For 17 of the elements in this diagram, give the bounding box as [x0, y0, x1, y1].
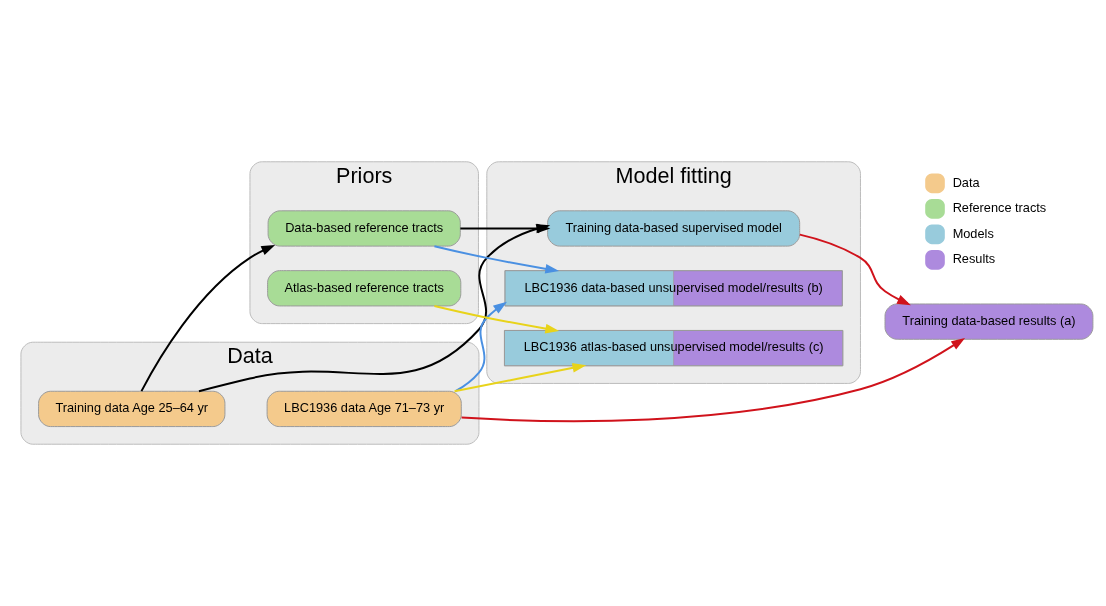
node-box: Data-based reference tracts: [267, 210, 461, 247]
node-box: Atlas-based reference tracts: [267, 270, 462, 307]
node-box: Training data-based supervised model: [547, 210, 801, 247]
legend-label: Data: [952, 174, 980, 190]
legend-label: Models: [952, 225, 994, 241]
arrow: [453, 363, 587, 393]
arrow: [460, 337, 966, 423]
arrow: [798, 233, 911, 306]
legend-label: Results: [952, 251, 996, 267]
node-box: LBC1936 data Age 71–73 yr: [266, 390, 462, 428]
arrow: [140, 244, 276, 393]
legend-label: Reference tracts: [952, 200, 1047, 216]
arrow: [433, 305, 560, 334]
node-box: Training data Age 25–64 yr: [38, 390, 226, 428]
arrow: [433, 245, 560, 274]
node-box: Training data-based results (a): [884, 303, 1094, 340]
arrow: [454, 301, 507, 393]
